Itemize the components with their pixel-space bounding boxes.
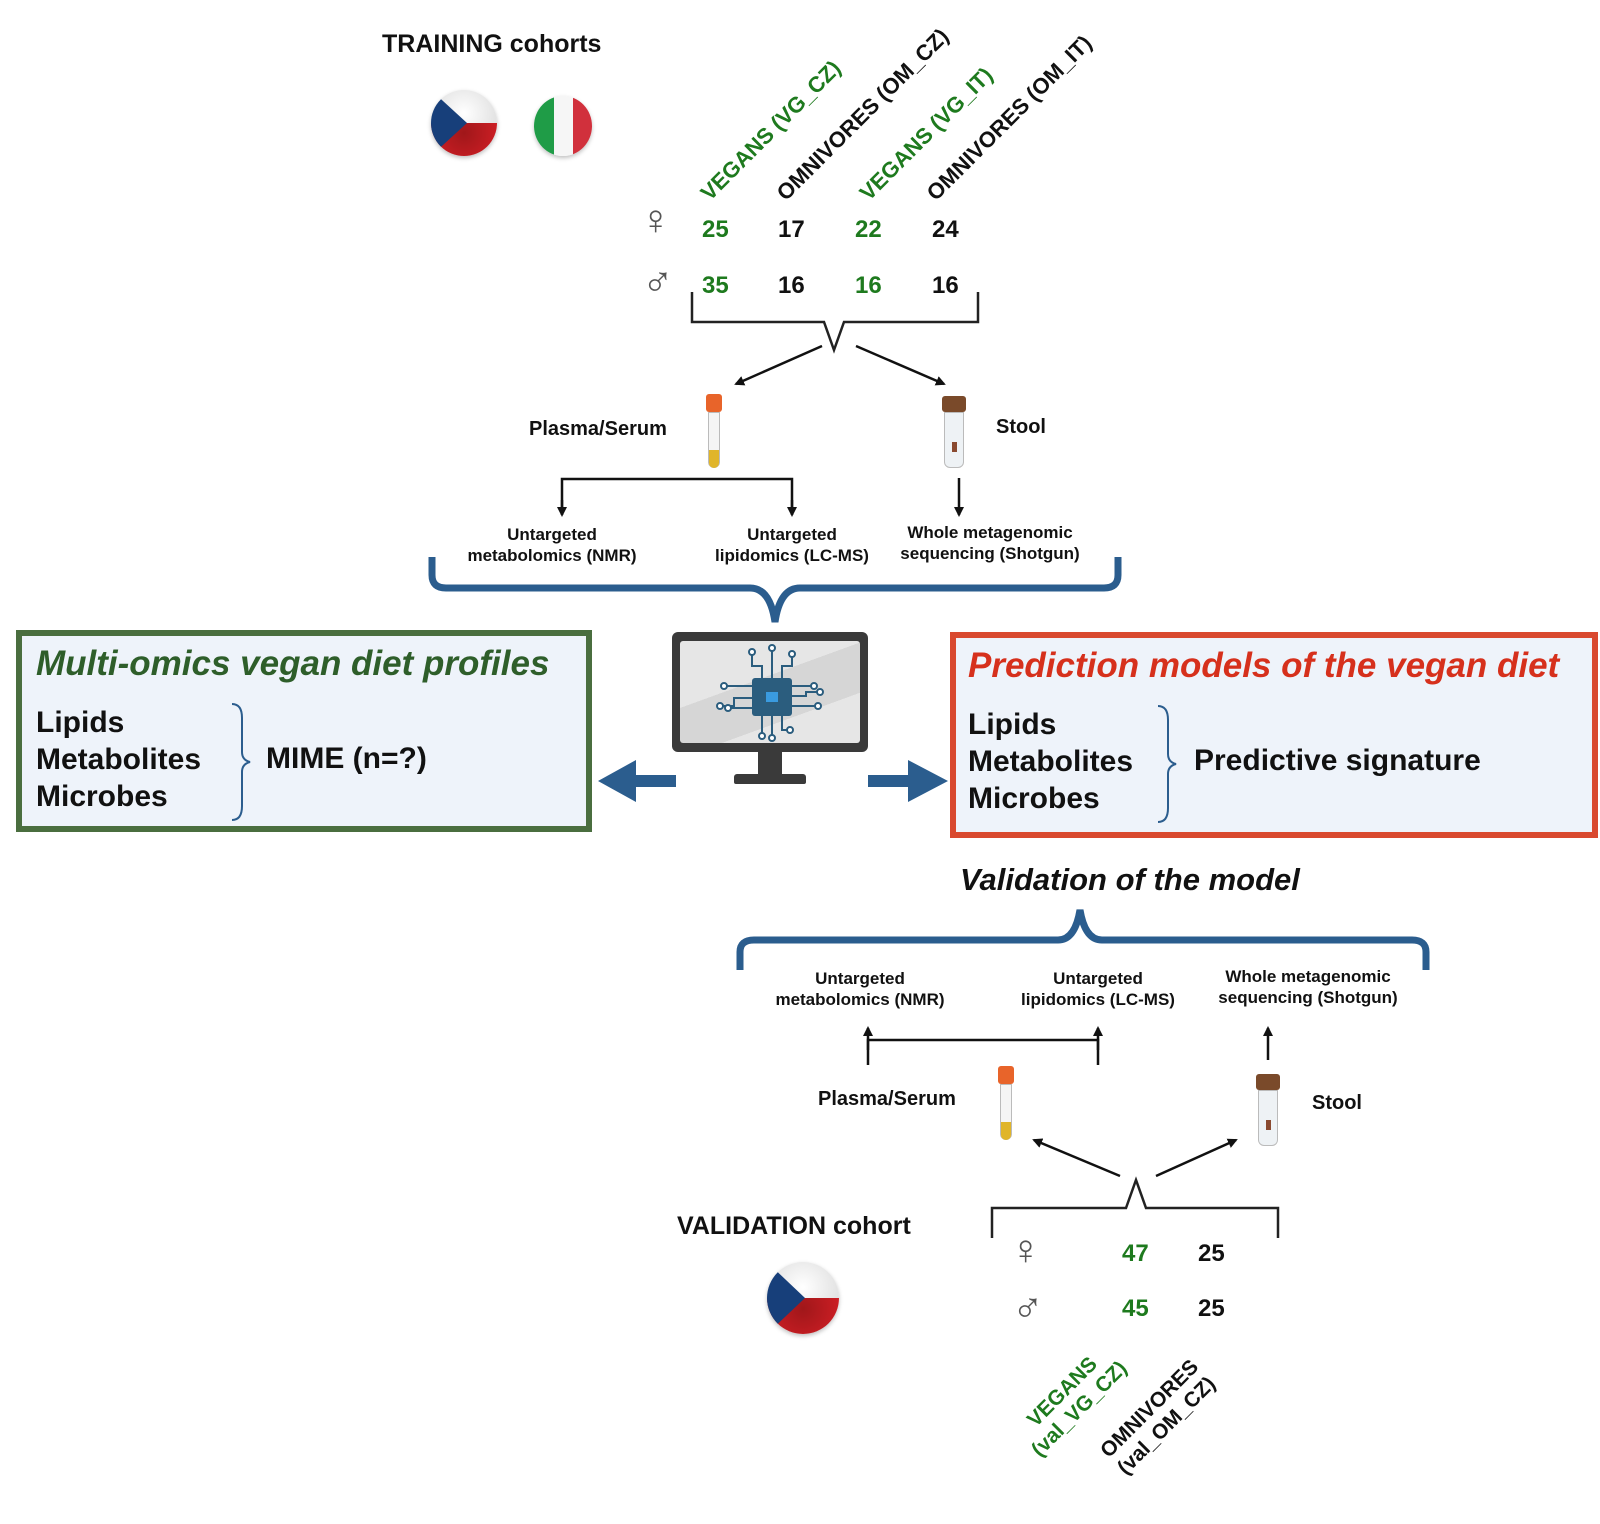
val-czech-flag	[767, 1262, 839, 1334]
count-vg-it-male: 16	[855, 272, 882, 299]
val-count-vegans-male: 45	[1122, 1295, 1149, 1322]
method-nmr-line1: Untargeted	[507, 525, 597, 544]
val-method-nmr: Untargeted metabolomics (NMR)	[760, 968, 960, 1010]
count-om-cz-female: 17	[778, 216, 805, 243]
plasma-split	[560, 477, 794, 508]
arrow-to-plasma	[734, 344, 823, 386]
arrow-to-stool	[855, 344, 946, 386]
val-blood-tube-icon	[998, 1066, 1014, 1142]
prediction-item-metabolites: Metabolites	[968, 745, 1134, 778]
plasma-serum-label: Plasma/Serum	[529, 418, 667, 440]
profiles-items: Lipids Metabolites Microbes	[36, 704, 201, 815]
count-om-it-female: 24	[932, 216, 959, 243]
val-count-omnivores-female: 25	[1198, 1240, 1225, 1267]
training-bracket	[690, 292, 980, 354]
profiles-box: Multi-omics vegan diet profiles Lipids M…	[16, 630, 592, 832]
method-nmr: Untargeted metabolomics (NMR)	[452, 524, 652, 566]
training-brace	[428, 557, 1122, 623]
czech-flag	[431, 90, 497, 156]
validation-bracket	[990, 1176, 1280, 1238]
val-method-nmr-line2: metabolomics (NMR)	[775, 990, 945, 1009]
method-nmr-line2: metabolomics (NMR)	[467, 546, 637, 565]
italy-flag	[534, 96, 592, 156]
training-title: TRAINING cohorts	[382, 30, 602, 58]
method-shotgun-line2: sequencing (Shotgun)	[900, 544, 1080, 563]
count-vg-cz-male: 35	[702, 272, 729, 299]
profiles-result: MIME (n=?)	[266, 742, 427, 775]
count-om-it-male: 16	[932, 272, 959, 299]
val-stool-label: Stool	[1312, 1092, 1362, 1114]
method-shotgun: Whole metagenomic sequencing (Shotgun)	[880, 522, 1100, 564]
prediction-item-lipids: Lipids	[968, 708, 1057, 741]
arrow-left-to-profiles	[598, 760, 676, 802]
prediction-title: Prediction models of the vegan diet	[968, 646, 1560, 685]
val-male-icon: ♂	[1012, 1284, 1044, 1331]
prediction-result: Predictive signature	[1194, 744, 1481, 777]
female-icon: ♀	[640, 196, 672, 243]
val-method-nmr-line1: Untargeted	[815, 969, 905, 988]
method-lcms: Untargeted lipidomics (LC-MS)	[692, 524, 892, 566]
val-female-icon: ♀	[1010, 1226, 1042, 1273]
validation-title: VALIDATION cohort	[677, 1212, 911, 1240]
method-shotgun-line1: Whole metagenomic	[907, 523, 1073, 542]
profiles-item-lipids: Lipids	[36, 706, 125, 739]
prediction-box: Prediction models of the vegan diet Lipi…	[950, 632, 1598, 838]
prediction-brace-icon	[1157, 705, 1177, 823]
arrow-up-plasma	[1032, 1138, 1121, 1178]
blood-tube-icon	[706, 394, 722, 470]
val-method-shotgun-line1: Whole metagenomic	[1225, 967, 1391, 986]
val-stool-tube-icon	[1256, 1074, 1280, 1148]
prediction-item-microbes: Microbes	[968, 782, 1100, 815]
val-method-shotgun: Whole metagenomic sequencing (Shotgun)	[1198, 966, 1418, 1008]
profiles-item-microbes: Microbes	[36, 780, 168, 813]
profiles-item-metabolites: Metabolites	[36, 743, 202, 776]
prediction-items: Lipids Metabolites Microbes	[968, 706, 1133, 817]
val-count-vegans-female: 47	[1122, 1240, 1149, 1267]
method-lcms-line2: lipidomics (LC-MS)	[715, 546, 869, 565]
val-count-omnivores-male: 25	[1198, 1295, 1225, 1322]
stool-label: Stool	[996, 416, 1046, 438]
computer-monitor-icon	[672, 632, 868, 786]
val-method-lcms: Untargeted lipidomics (LC-MS)	[998, 968, 1198, 1010]
count-om-cz-male: 16	[778, 272, 805, 299]
val-method-shotgun-line2: sequencing (Shotgun)	[1218, 988, 1398, 1007]
validation-brace	[736, 909, 1430, 970]
count-vg-cz-female: 25	[702, 216, 729, 243]
val-method-lcms-line2: lipidomics (LC-MS)	[1021, 990, 1175, 1009]
method-lcms-line1: Untargeted	[747, 525, 837, 544]
profiles-title: Multi-omics vegan diet profiles	[36, 644, 550, 683]
val-plasma-serum-label: Plasma/Serum	[818, 1088, 956, 1110]
validation-plasma-split	[866, 1038, 1100, 1065]
arrow-up-stool	[1155, 1138, 1238, 1178]
ai-chip-icon	[716, 644, 824, 742]
arrow-right-to-prediction	[868, 760, 948, 802]
profiles-brace-icon	[231, 703, 251, 821]
male-icon: ♂	[642, 258, 674, 305]
validation-heading: Validation of the model	[960, 862, 1300, 897]
stool-tube-icon	[942, 396, 966, 470]
val-method-lcms-line1: Untargeted	[1053, 969, 1143, 988]
count-vg-it-female: 22	[855, 216, 882, 243]
